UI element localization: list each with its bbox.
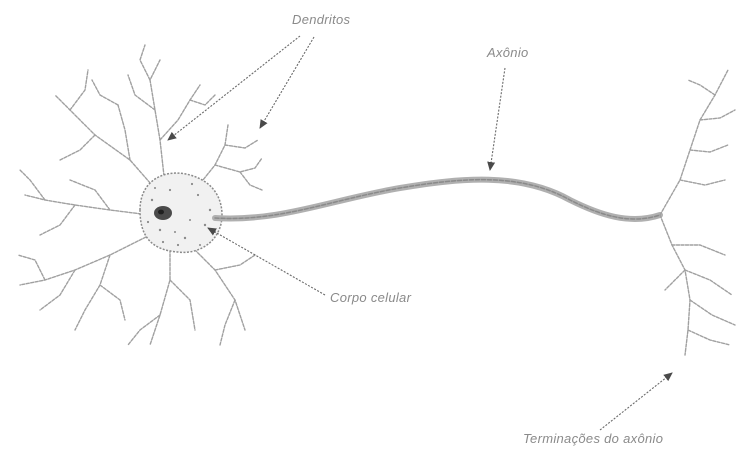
- dendrites-pointer-left: [168, 36, 300, 140]
- dendrites-pointer-right: [260, 37, 314, 128]
- axon-illustration: [215, 180, 660, 219]
- label-pointers: [168, 36, 672, 430]
- axon-terminals-pointer: [600, 373, 672, 430]
- dendrites-illustration: [18, 45, 262, 345]
- axon-label: Axônio: [487, 45, 529, 60]
- axon-pointer: [490, 68, 505, 170]
- axon-terminals-label: Terminações do axônio: [523, 431, 663, 446]
- dendrites-label: Dendritos: [292, 12, 350, 27]
- cell-body-label: Corpo celular: [330, 290, 411, 305]
- axon-terminals-illustration: [660, 70, 735, 355]
- cell-body-illustration: [140, 173, 222, 252]
